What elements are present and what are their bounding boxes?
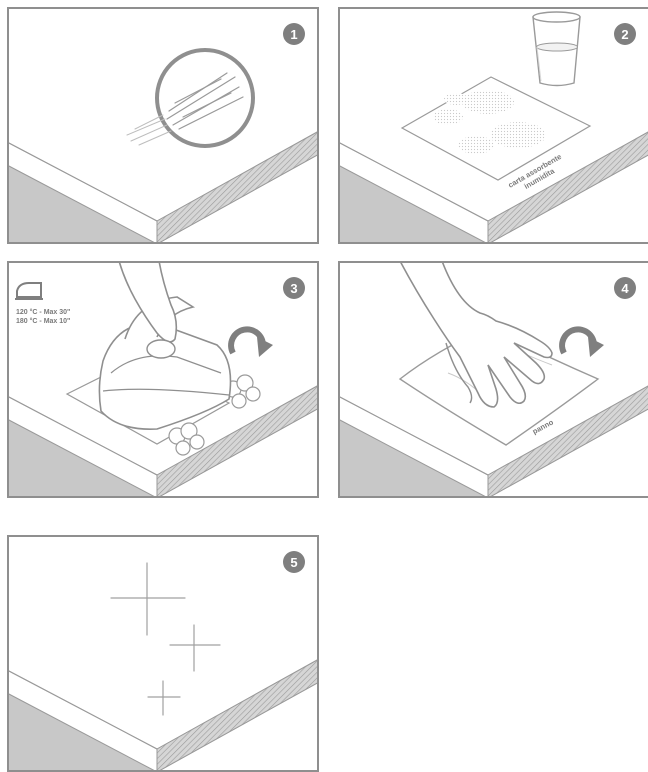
svg-text:5: 5	[290, 555, 297, 570]
step-badge: 2	[614, 23, 636, 45]
step-badge: 1	[283, 23, 305, 45]
svg-text:120 °C - Max 30": 120 °C - Max 30"	[16, 308, 70, 316]
step-2-illustration: carta assorbente inumidita 2	[338, 7, 648, 244]
svg-text:1: 1	[290, 27, 297, 42]
step-badge: 3	[283, 277, 305, 299]
step-1-illustration: 1	[7, 7, 319, 244]
step-5-panel: 5	[7, 535, 319, 772]
svg-text:3: 3	[290, 281, 297, 296]
svg-text:2: 2	[621, 27, 628, 42]
step-badge: 4	[614, 277, 636, 299]
step-3-panel: 120 °C - Max 30" 180 °C - Max 10" 3	[7, 261, 319, 498]
step-1-panel: 1	[7, 7, 319, 244]
svg-text:180 °C - Max 10": 180 °C - Max 10"	[16, 317, 70, 325]
step-4-illustration: panno 4	[338, 261, 648, 498]
glass-icon	[533, 12, 580, 86]
step-5-illustration: 5	[7, 535, 319, 772]
step-4-panel: panno 4	[338, 261, 648, 498]
svg-text:4: 4	[621, 281, 629, 296]
step-2-panel: carta assorbente inumidita 2	[338, 7, 648, 244]
step-3-illustration: 120 °C - Max 30" 180 °C - Max 10" 3	[7, 261, 319, 498]
step-badge: 5	[283, 551, 305, 573]
